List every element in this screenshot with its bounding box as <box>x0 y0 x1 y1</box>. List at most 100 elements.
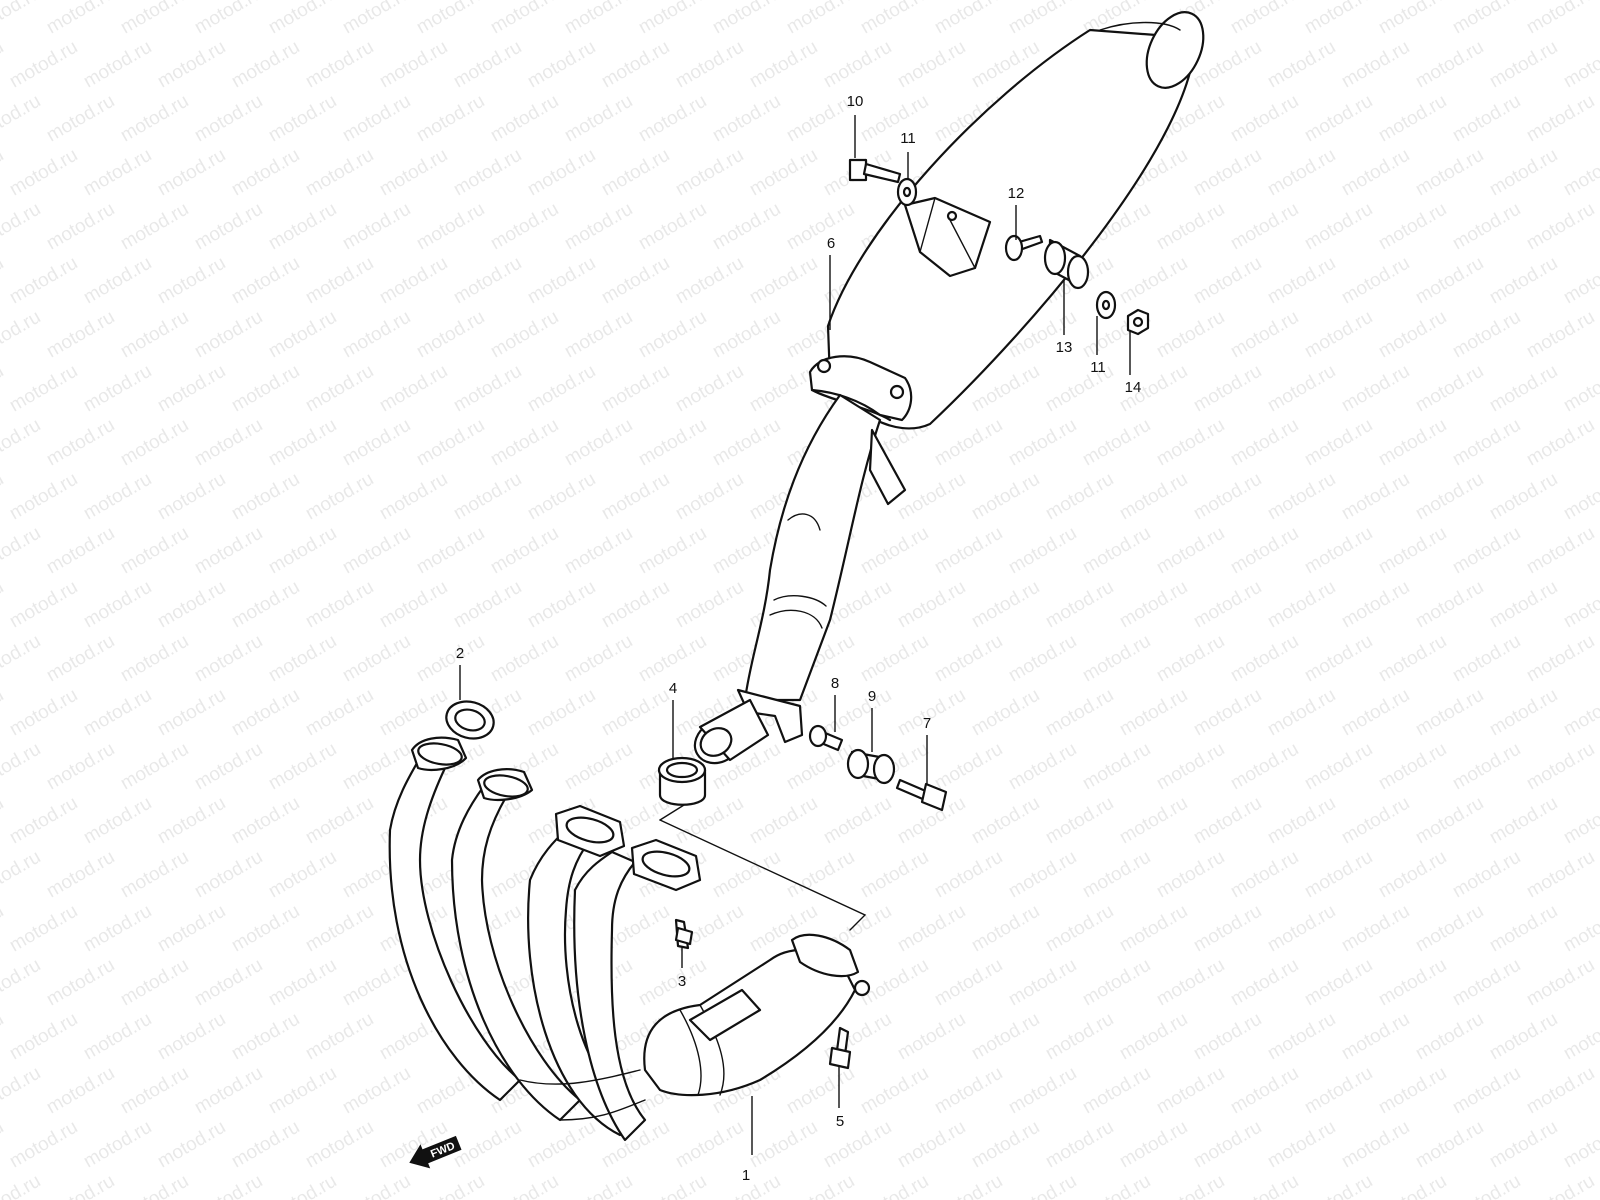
watermark-text: motod.ru <box>0 1063 44 1119</box>
watermark-text: motod.ru <box>376 685 451 741</box>
watermark-text: motod.ru <box>709 0 784 38</box>
watermark-text: motod.ru <box>487 1171 562 1200</box>
watermark-text: motod.ru <box>968 1117 1043 1173</box>
watermark-text: motod.ru <box>931 523 1006 579</box>
watermark-text: motod.ru <box>1560 1009 1600 1065</box>
watermark-text: motod.ru <box>43 0 118 38</box>
watermark-text: motod.ru <box>413 1171 488 1200</box>
watermark-text: motod.ru <box>487 523 562 579</box>
watermark-text: motod.ru <box>1523 415 1598 471</box>
watermark-text: motod.ru <box>1227 415 1302 471</box>
watermark-text: motod.ru <box>1375 631 1450 687</box>
watermark-text: motod.ru <box>931 631 1006 687</box>
watermark-text: motod.ru <box>1338 469 1413 525</box>
watermark-text: motod.ru <box>0 685 7 741</box>
callout-6: 6 <box>827 235 835 252</box>
watermark-text: motod.ru <box>1079 631 1154 687</box>
watermark-text: motod.ru <box>302 1009 377 1065</box>
watermark-text: motod.ru <box>1523 1063 1598 1119</box>
watermark-text: motod.ru <box>43 91 118 147</box>
watermark-text: motod.ru <box>191 199 266 255</box>
watermark-text: motod.ru <box>80 685 155 741</box>
mid-mount-bolt <box>895 778 948 812</box>
watermark-text: motod.ru <box>635 523 710 579</box>
watermark-text: motod.ru <box>1338 361 1413 417</box>
watermark-text: motod.ru <box>820 685 895 741</box>
watermark-text: motod.ru <box>783 0 858 38</box>
watermark-text: motod.ru <box>302 1117 377 1173</box>
watermark-text: motod.ru <box>376 37 451 93</box>
watermark-text: motod.ru <box>302 901 377 957</box>
watermark-text: motod.ru <box>1486 685 1561 741</box>
watermark-text: motod.ru <box>154 469 229 525</box>
watermark-text: motod.ru <box>1005 847 1080 903</box>
watermark-text: motod.ru <box>1449 1171 1524 1200</box>
watermark-text: motod.ru <box>746 253 821 309</box>
watermark-text: motod.ru <box>80 469 155 525</box>
watermark-text: motod.ru <box>1412 685 1487 741</box>
watermark-text: motod.ru <box>1227 199 1302 255</box>
watermark-text: motod.ru <box>0 307 44 363</box>
watermark-text: motod.ru <box>1227 847 1302 903</box>
watermark-text: motod.ru <box>450 253 525 309</box>
watermark-text: motod.ru <box>1079 739 1154 795</box>
watermark-text: motod.ru <box>339 307 414 363</box>
watermark-text: motod.ru <box>968 685 1043 741</box>
watermark-text: motod.ru <box>635 91 710 147</box>
watermark-text: motod.ru <box>1338 577 1413 633</box>
watermark-text: motod.ru <box>487 631 562 687</box>
watermark-text: motod.ru <box>339 91 414 147</box>
watermark-text: motod.ru <box>598 469 673 525</box>
watermark-text: motod.ru <box>672 577 747 633</box>
watermark-text: motod.ru <box>265 739 340 795</box>
watermark-text: motod.ru <box>1190 145 1265 201</box>
watermark-text: motod.ru <box>1227 631 1302 687</box>
watermark-text: motod.ru <box>339 955 414 1011</box>
watermark-text: motod.ru <box>80 793 155 849</box>
muffler <box>808 11 1205 430</box>
watermark-text: motod.ru <box>6 145 81 201</box>
watermark-text: motod.ru <box>1375 523 1450 579</box>
watermark-text: motod.ru <box>1412 37 1487 93</box>
watermark-text: motod.ru <box>524 1117 599 1173</box>
watermark-text: motod.ru <box>1449 955 1524 1011</box>
watermark-text: motod.ru <box>857 0 932 38</box>
watermark-text: motod.ru <box>1301 523 1376 579</box>
watermark-text: motod.ru <box>43 631 118 687</box>
watermark-text: motod.ru <box>6 1009 81 1065</box>
watermark-text: motod.ru <box>1375 0 1450 38</box>
watermark-text: motod.ru <box>302 469 377 525</box>
watermark-text: motod.ru <box>1153 1171 1228 1200</box>
watermark-text: motod.ru <box>1301 1171 1376 1200</box>
watermark-text: motod.ru <box>561 415 636 471</box>
watermark-text: motod.ru <box>339 0 414 38</box>
watermark-text: motod.ru <box>265 523 340 579</box>
watermark-text: motod.ru <box>1560 469 1600 525</box>
watermark-text: motod.ru <box>0 577 7 633</box>
watermark-text: motod.ru <box>746 361 821 417</box>
mid-pipe <box>693 393 907 765</box>
watermark-text: motod.ru <box>191 0 266 38</box>
watermark-text: motod.ru <box>1412 577 1487 633</box>
watermark-text: motod.ru <box>191 1063 266 1119</box>
watermark-text: motod.ru <box>1301 415 1376 471</box>
watermark-text: motod.ru <box>1338 37 1413 93</box>
watermark-text: motod.ru <box>117 1171 192 1200</box>
watermark-text: motod.ru <box>302 361 377 417</box>
exhaust-gasket <box>445 700 495 740</box>
watermark-text: motod.ru <box>154 37 229 93</box>
watermark-text: motod.ru <box>43 307 118 363</box>
watermark-text: motod.ru <box>1449 199 1524 255</box>
watermark-text: motod.ru <box>1301 199 1376 255</box>
leader-lines <box>459 115 1131 1155</box>
watermark-text: motod.ru <box>1375 307 1450 363</box>
watermark-text: motod.ru <box>524 685 599 741</box>
muffler-washer-upper <box>896 177 918 207</box>
watermark-text: motod.ru <box>228 469 303 525</box>
watermark-text: motod.ru <box>413 91 488 147</box>
watermark-text: motod.ru <box>117 415 192 471</box>
watermark-text: motod.ru <box>0 955 44 1011</box>
watermark-text: motod.ru <box>1116 685 1191 741</box>
watermark-text: motod.ru <box>1264 1009 1339 1065</box>
watermark-text: motod.ru <box>598 145 673 201</box>
